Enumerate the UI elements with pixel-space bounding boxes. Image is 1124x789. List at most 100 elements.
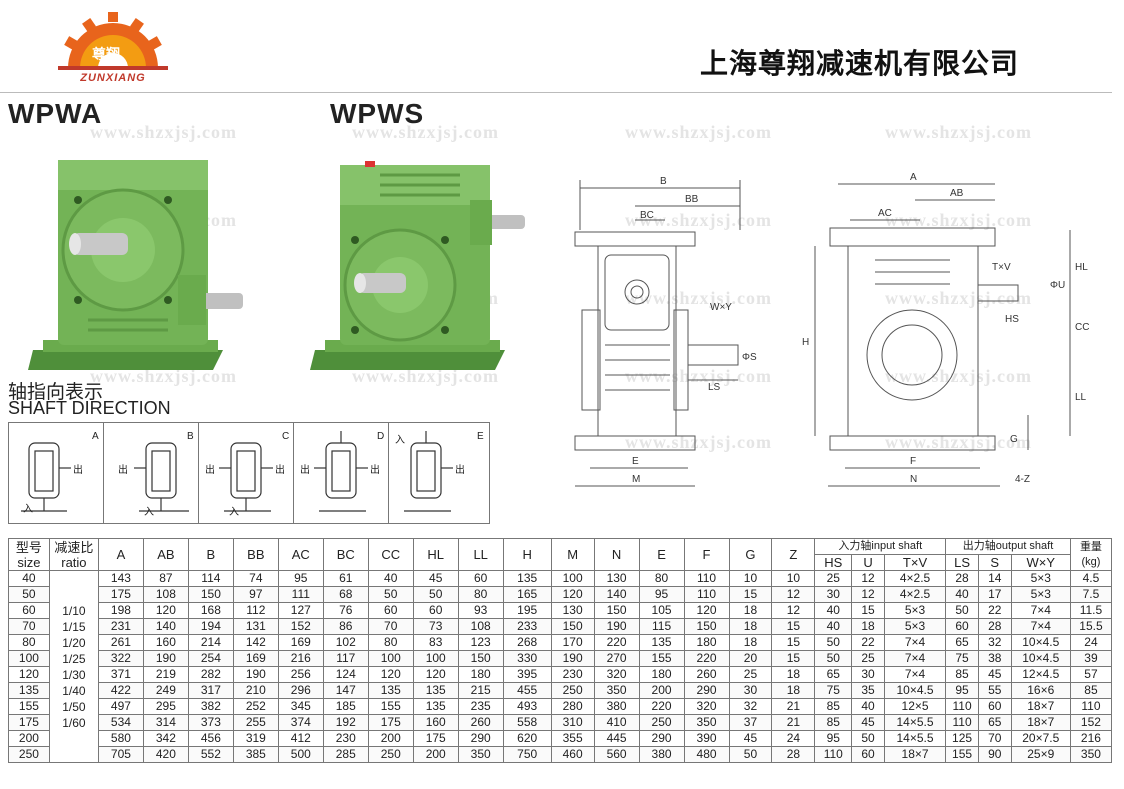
output-label: 出 [455, 465, 465, 476]
table-cell: 65 [977, 714, 1012, 731]
size-cell: 175 [8, 714, 50, 731]
table-cell: 314 [142, 714, 189, 731]
table-cell: 10×4.5 [1010, 650, 1071, 667]
table-cell: 160 [412, 714, 459, 731]
table-cell: 7×4 [883, 634, 947, 651]
table-cell: 260 [457, 714, 504, 731]
table-cell: 83 [412, 634, 459, 651]
table-cell: 373 [187, 714, 234, 731]
table-cell: 7×4 [883, 650, 947, 667]
table-cell: 95 [277, 570, 324, 587]
dim-label: ΦU [1050, 280, 1065, 291]
table-cell: 168 [187, 602, 234, 619]
table-cell: 290 [457, 730, 504, 747]
header-divider [0, 92, 1112, 93]
table-cell: 268 [502, 634, 552, 651]
table-cell: 231 [97, 618, 144, 635]
table-cell: 169 [232, 650, 279, 667]
table-cell: 17 [977, 586, 1012, 603]
table-cell: 100 [367, 650, 414, 667]
input-label: 入 [229, 507, 239, 518]
table-cell: 350 [593, 682, 640, 699]
header-col: AB [142, 538, 189, 571]
table-cell: 105 [638, 602, 685, 619]
model-title-wpws: WPWS [330, 98, 425, 129]
header-col: BB [232, 538, 279, 571]
table-cell: 12 [771, 602, 816, 619]
table-cell: 50 [851, 730, 885, 747]
company-name: 上海尊翔减速机有限公司 [700, 47, 1020, 80]
table-cell: 18 [771, 666, 816, 683]
table-cell: 100 [550, 570, 595, 587]
table-cell: 45 [977, 666, 1012, 683]
header-col: A [97, 538, 144, 571]
table-cell: 5×3 [1010, 586, 1071, 603]
table-cell: 50 [412, 586, 459, 603]
shaft-variant-e: E 入 出 [389, 423, 489, 523]
table-cell: 131 [232, 618, 279, 635]
watermark: www.shzxjsj.com [625, 122, 772, 142]
table-cell: 127 [277, 602, 324, 619]
table-cell: 65 [945, 634, 979, 651]
table-cell: 4×2.5 [883, 570, 947, 587]
table-cell: 250 [367, 746, 414, 763]
table-cell: 165 [502, 586, 552, 603]
table-cell: 45 [412, 570, 459, 587]
table-cell: 25 [851, 650, 885, 667]
table-cell: 61 [322, 570, 369, 587]
dim-label: E [632, 456, 639, 467]
header-col: T×V [883, 554, 947, 571]
table-cell: 28 [771, 746, 816, 763]
ratio-value: 1/20 [62, 635, 86, 650]
table-cell: 280 [550, 698, 595, 715]
table-cell: 320 [593, 666, 640, 683]
table-cell: 18×7 [1010, 698, 1071, 715]
table-cell: 18 [771, 682, 816, 699]
table-cell: 123 [457, 634, 504, 651]
ratio-value: 1/50 [62, 699, 86, 714]
table-cell: 30 [728, 682, 773, 699]
table-cell: 230 [322, 730, 369, 747]
table-cell: 250 [550, 682, 595, 699]
table-cell: 230 [550, 666, 595, 683]
table-cell: 18 [728, 602, 773, 619]
table-cell: 420 [142, 746, 189, 763]
table-cell: 70 [977, 730, 1012, 747]
watermark: www.shzxjsj.com [885, 366, 1032, 386]
table-cell: 38 [977, 650, 1012, 667]
table-cell: 40 [814, 602, 853, 619]
table-cell: 60 [945, 618, 979, 635]
table-cell: 12×4.5 [1010, 666, 1071, 683]
table-cell: 76 [322, 602, 369, 619]
table-cell: 270 [593, 650, 640, 667]
table-cell: 140 [142, 618, 189, 635]
table-cell: 150 [457, 650, 504, 667]
table-cell: 7×4 [1010, 618, 1071, 635]
table-cell: 135 [367, 682, 414, 699]
table-cell: 110 [814, 746, 853, 763]
ratio-value: 1/60 [62, 715, 86, 730]
table-cell: 12 [771, 586, 816, 603]
size-cell: 70 [8, 618, 50, 635]
dim-label: BB [685, 194, 699, 205]
shaft-direction-panel: A 出 入 B 出 入 C 出 出 入 D 出 出 [8, 422, 490, 524]
table-cell: 60 [457, 570, 504, 587]
table-cell: 10×4.5 [1010, 634, 1071, 651]
table-cell: 135 [638, 634, 685, 651]
size-cell: 80 [8, 634, 50, 651]
table-cell: 11.5 [1069, 602, 1113, 619]
table-cell: 160 [142, 634, 189, 651]
table-cell: 170 [550, 634, 595, 651]
dim-label: LL [1075, 392, 1087, 403]
table-cell: 233 [502, 618, 552, 635]
table-cell: 110 [945, 714, 979, 731]
shaft-variant-a: A 出 入 [9, 423, 104, 523]
table-cell: 249 [142, 682, 189, 699]
size-cell: 200 [8, 730, 50, 747]
table-cell: 73 [412, 618, 459, 635]
